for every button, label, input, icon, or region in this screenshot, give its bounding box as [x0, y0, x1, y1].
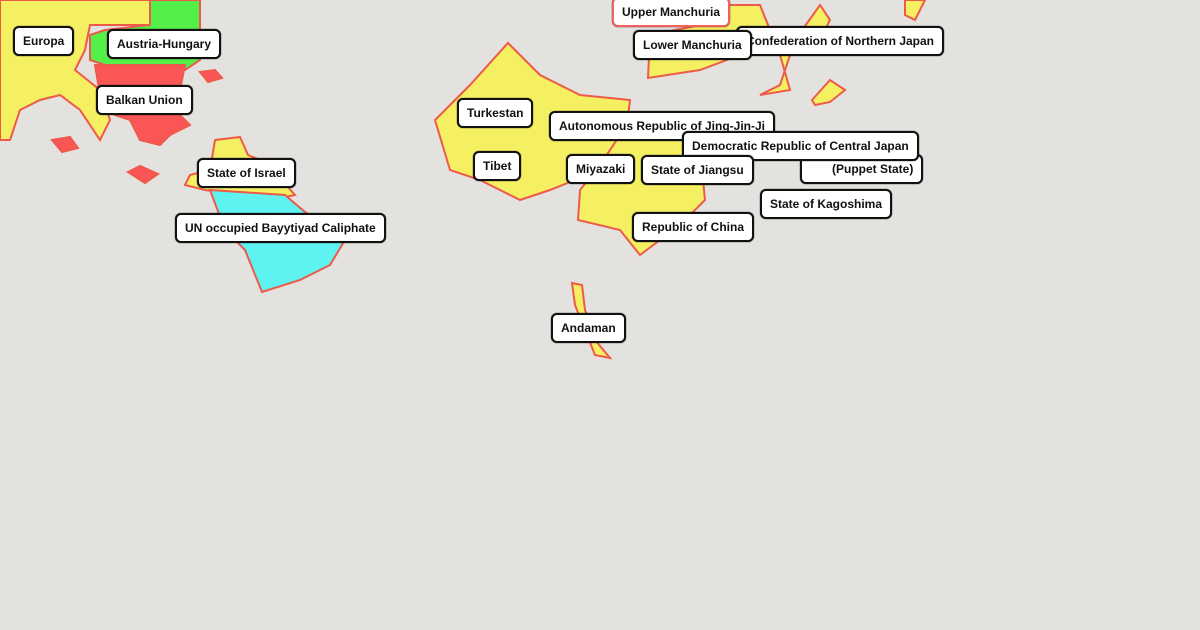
label-caliphate[interactable]: UN occupied Bayytiyad Caliphate [175, 213, 386, 243]
region-italy-islands[interactable] [50, 68, 224, 185]
label-kagoshima[interactable]: State of Kagoshima [760, 189, 893, 219]
label-state-of-israel[interactable]: State of Israel [197, 158, 296, 188]
label-turkestan[interactable]: Turkestan [457, 98, 534, 128]
label-austria-hungary[interactable]: Austria-Hungary [107, 29, 222, 59]
label-northern-japan[interactable]: Confederation of Northern Japan [736, 26, 945, 56]
label-upper-manchuria[interactable]: Upper Manchuria [612, 0, 731, 27]
label-miyazaki[interactable]: Miyazaki [566, 154, 636, 184]
label-jiangsu[interactable]: State of Jiangsu [641, 155, 754, 185]
label-lower-manchuria[interactable]: Lower Manchuria [633, 30, 752, 60]
label-europa[interactable]: Europa [13, 26, 75, 56]
label-andaman[interactable]: Andaman [551, 313, 626, 343]
label-tibet[interactable]: Tibet [473, 151, 522, 181]
label-republic-of-china[interactable]: Republic of China [632, 212, 754, 242]
label-balkan-union[interactable]: Balkan Union [96, 85, 193, 115]
